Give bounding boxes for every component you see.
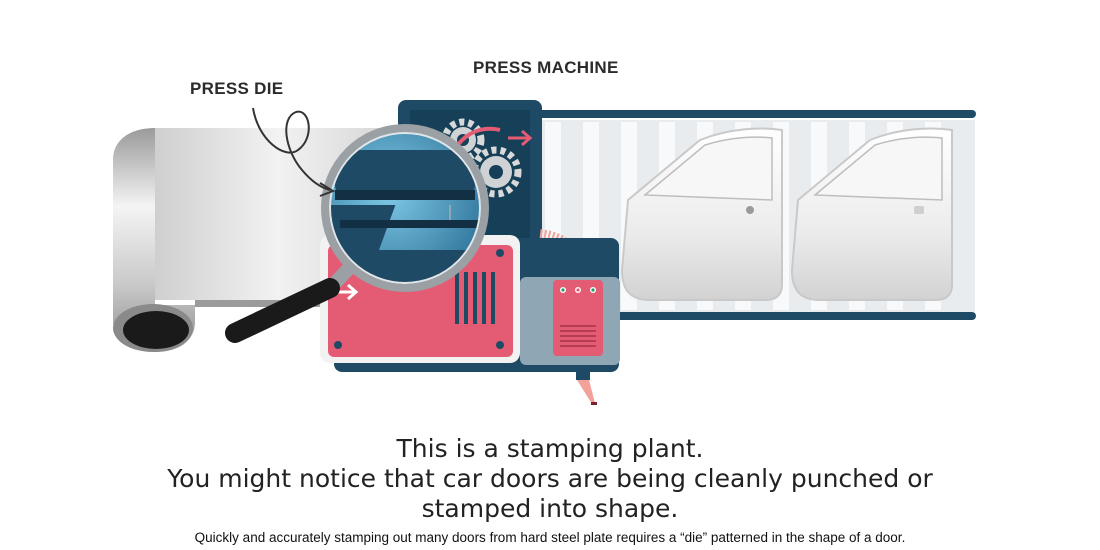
caption: This is a stamping plant. You might noti…: [0, 434, 1100, 545]
magnifier-icon: [225, 124, 489, 343]
car-door-icon: [620, 127, 783, 301]
stamping-plant-svg: [113, 100, 976, 405]
caption-subtext: Quickly and accurately stamping out many…: [194, 530, 906, 545]
caption-main: This is a stamping plant. You might noti…: [0, 434, 1100, 524]
caption-line-2: You might notice that car doors are bein…: [167, 464, 933, 493]
arrow-right-icon: [508, 129, 533, 147]
caption-line-3: stamped into shape.: [421, 494, 679, 523]
press-machine-label: PRESS MACHINE: [473, 58, 619, 77]
stamping-plant-illustration: [113, 100, 976, 405]
caption-line-1: This is a stamping plant.: [396, 434, 704, 463]
car-door-icon: [790, 127, 953, 301]
press-die-label: PRESS DIE: [190, 79, 284, 98]
pointer-arrow: [252, 107, 336, 197]
